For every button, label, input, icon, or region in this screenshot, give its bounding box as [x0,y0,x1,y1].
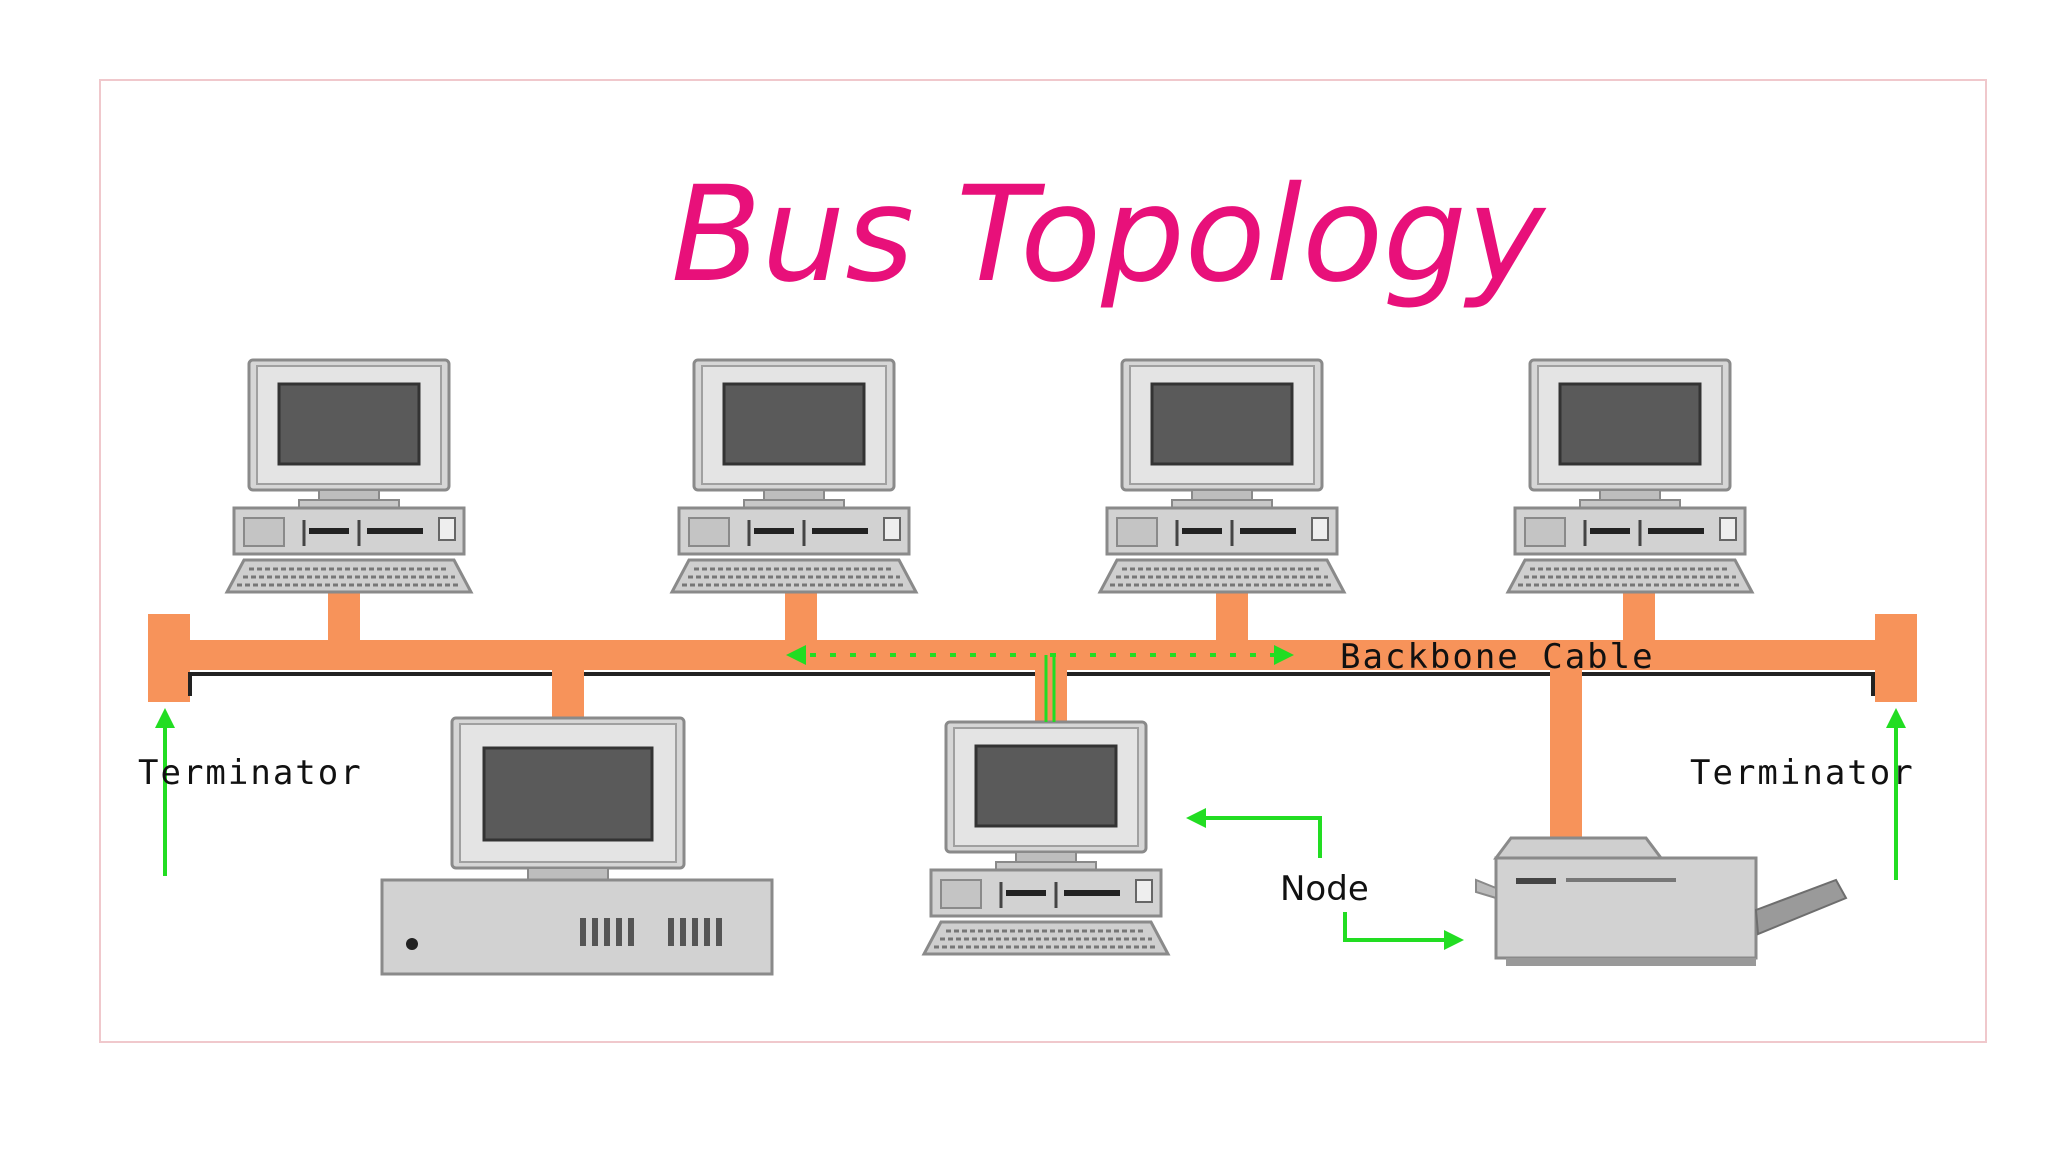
computer-top-1 [225,358,473,594]
server-bottom [380,716,774,976]
computer-bottom [922,720,1170,956]
computer-top-2 [670,358,918,594]
diagram-title: Bus Topology [671,158,1547,312]
terminator-left-label: Terminator [138,753,363,793]
computer-top-3 [1098,358,1346,594]
computer-top-4 [1506,358,1754,594]
printer [1474,836,1848,968]
backbone-cable-label: Backbone Cable [1340,637,1655,677]
node-label: Node [1280,869,1369,909]
terminator-right-block [1875,614,1917,702]
terminator-left-block [148,614,190,702]
annotation-arrows [155,645,1906,950]
terminator-right-label: Terminator [1690,753,1915,793]
